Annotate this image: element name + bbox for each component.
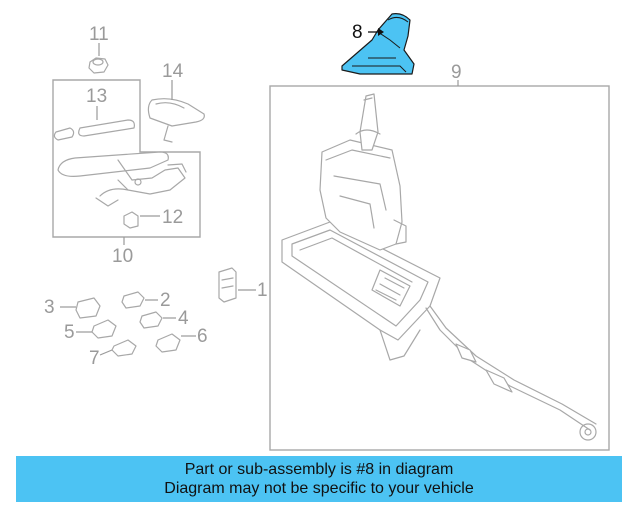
part-8-shift-knob[interactable] <box>341 13 415 75</box>
callout-1: 1 <box>257 280 268 301</box>
callout-10: 10 <box>112 246 133 267</box>
part-1-switch[interactable] <box>218 267 256 303</box>
part-11-nut[interactable] <box>88 43 109 74</box>
callout-14: 14 <box>162 61 184 82</box>
callout-3: 3 <box>44 297 55 318</box>
info-banner: Part or sub-assembly is #8 in diagram Di… <box>16 456 622 502</box>
part-14-boot[interactable] <box>147 80 205 143</box>
callout-13: 13 <box>86 86 107 107</box>
banner-line-1: Part or sub-assembly is #8 in diagram <box>184 461 454 478</box>
part-12-bracket[interactable] <box>123 211 160 229</box>
part-13-grip[interactable] <box>53 106 135 141</box>
callout-12: 12 <box>162 207 183 228</box>
callout-6: 6 <box>197 326 208 347</box>
banner-line-2: Diagram may not be specific to your vehi… <box>164 480 474 497</box>
callout-4: 4 <box>178 308 189 329</box>
callout-7: 7 <box>89 348 100 369</box>
part-7-clip[interactable] <box>99 339 137 357</box>
callout-8: 8 <box>352 22 363 43</box>
part-5-clip[interactable] <box>76 319 117 339</box>
part-3-clip[interactable] <box>60 297 101 319</box>
part-6-clip[interactable] <box>155 333 196 353</box>
callout-5: 5 <box>64 322 75 343</box>
shifter-assembly[interactable] <box>281 93 597 441</box>
parking-brake-lever[interactable] <box>57 151 187 207</box>
group-9-frame <box>269 85 610 451</box>
callout-11: 11 <box>89 24 109 45</box>
callout-9: 9 <box>451 62 462 83</box>
part-2-clip[interactable] <box>121 291 158 309</box>
group-10-frame <box>52 79 201 238</box>
part-4-clip[interactable] <box>139 311 176 329</box>
callout-2: 2 <box>160 290 171 311</box>
